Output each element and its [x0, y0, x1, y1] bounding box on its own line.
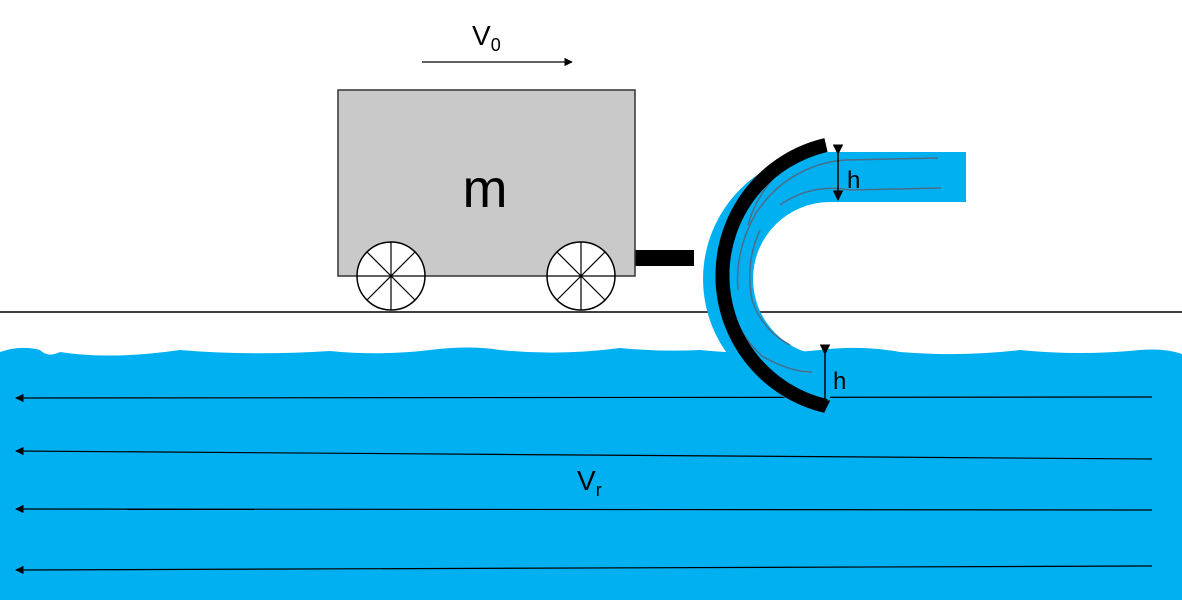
height-label-bottom: h — [833, 368, 846, 395]
scoop — [715, 138, 828, 413]
cart-velocity-symbol: V — [472, 20, 491, 51]
streamline-5 — [747, 179, 773, 226]
river-velocity-subscript: r — [596, 480, 602, 500]
streamline-3 — [749, 229, 791, 346]
cart-velocity-subscript: 0 — [491, 35, 501, 55]
flow-line-2 — [15, 446, 1153, 460]
river-flow-lines — [15, 393, 1153, 575]
streamline-1 — [736, 157, 939, 291]
cart-velocity-label: V0 — [472, 20, 501, 55]
wheel-right-spokes — [547, 242, 615, 310]
flow-line-1 — [15, 393, 1153, 403]
cart-rod — [634, 250, 694, 266]
wheel-left-spokes — [357, 242, 425, 310]
mass-label: m — [463, 159, 508, 219]
river-velocity-symbol: V — [577, 465, 596, 496]
river-water — [0, 347, 1182, 600]
flow-line-3 — [15, 504, 1153, 514]
wheel-left — [356, 241, 426, 311]
flow-line-4 — [15, 565, 1153, 575]
height-label-top: h — [847, 167, 860, 194]
river-velocity-label: Vr — [577, 465, 602, 500]
streamline-2 — [779, 187, 942, 206]
wheel-right — [546, 241, 616, 311]
